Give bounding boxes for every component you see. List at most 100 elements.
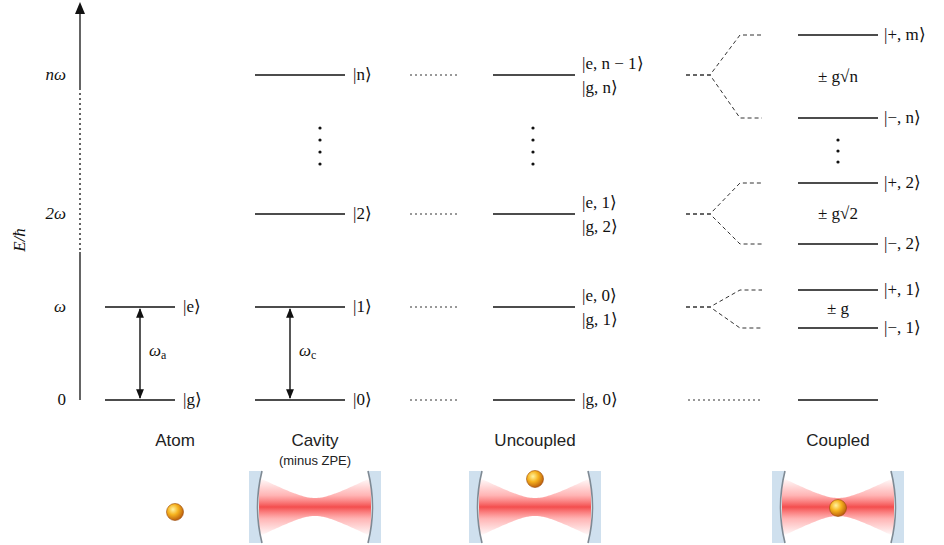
- state-label: |e, 1⟩: [582, 194, 617, 213]
- energy-level: [798, 289, 878, 290]
- energy-level: [798, 399, 878, 400]
- splitting-line: [686, 290, 762, 307]
- column-heading: Coupled: [806, 432, 869, 451]
- state-label: |g, 2⟩: [582, 218, 618, 237]
- ellipsis-dot: [318, 150, 321, 153]
- state-label: |n⟩: [353, 66, 372, 85]
- splitting-line: [686, 35, 762, 75]
- energy-axis: [75, 2, 85, 400]
- ellipsis-dot: [318, 138, 321, 141]
- transition-label: ωa: [149, 342, 166, 363]
- atom-sphere: [527, 471, 544, 488]
- transition-arrow: [139, 309, 140, 398]
- atom-sphere: [830, 500, 847, 517]
- level-guide: [410, 307, 460, 308]
- state-label: ± g√2: [818, 205, 858, 224]
- ellipsis-dot: [836, 160, 839, 163]
- ellipsis-dot: [836, 138, 839, 141]
- cavity-mirror: [588, 471, 601, 543]
- state-label: |g, 1⟩: [582, 311, 618, 330]
- energy-level: [105, 306, 175, 307]
- energy-level: [798, 243, 878, 244]
- energy-level: [255, 306, 345, 307]
- mirror-surface: [258, 471, 263, 543]
- cavity-mirror: [249, 471, 262, 543]
- state-label: |g, 0⟩: [582, 391, 618, 410]
- cavity-mirror: [469, 471, 482, 543]
- state-label: |+, 2⟩: [884, 174, 921, 193]
- state-label: |−, n⟩: [884, 109, 921, 128]
- level-guides: [410, 75, 762, 400]
- mirror-surface: [781, 471, 786, 543]
- energy-levels: [105, 35, 878, 400]
- state-label: E/ħ: [11, 228, 30, 252]
- transition-arrow: [289, 309, 290, 398]
- mirror-surface: [588, 471, 593, 543]
- subscript: c: [311, 348, 316, 362]
- energy-level: [255, 399, 345, 400]
- column-heading: (minus ZPE): [279, 454, 351, 468]
- column-heading: Atom: [155, 432, 195, 451]
- ellipsis-dot: [531, 138, 534, 141]
- transition-label: ωc: [299, 342, 316, 363]
- state-label: |0⟩: [353, 391, 372, 410]
- level-splitting: [686, 35, 762, 328]
- ellipsis-dot: [531, 150, 534, 153]
- state-label: |e⟩: [183, 298, 201, 317]
- cavity-beam: [782, 478, 894, 537]
- axis-arrowhead: [75, 2, 85, 14]
- state-label: 2ω: [45, 205, 66, 224]
- cavity-illustration: [469, 471, 601, 543]
- mirror-surface: [478, 471, 483, 543]
- energy-level: [493, 399, 575, 400]
- state-label: |+, 1⟩: [884, 281, 921, 300]
- axis-line: [79, 252, 80, 400]
- ellipsis-dot: [318, 162, 321, 165]
- cavity-illustration: [249, 471, 381, 543]
- level-guide: [410, 75, 460, 76]
- state-label: |2⟩: [353, 205, 372, 224]
- energy-level: [798, 117, 878, 118]
- axis-line: [79, 8, 80, 90]
- state-label: |e, 0⟩: [582, 287, 617, 306]
- state-label: ω: [54, 298, 66, 317]
- ellipsis-dot: [318, 126, 321, 129]
- ellipsis-dot: [531, 162, 534, 165]
- axis-break: [79, 92, 80, 250]
- energy-level: [798, 182, 878, 183]
- cavity-beam: [259, 478, 371, 537]
- energy-level: [255, 213, 345, 214]
- column-heading: Uncoupled: [494, 432, 575, 451]
- state-label: |−, 2⟩: [884, 235, 921, 254]
- energy-level: [493, 74, 575, 75]
- ellipsis-dot: [531, 126, 534, 129]
- cavity-mirror: [368, 471, 381, 543]
- cavity-mirror: [772, 471, 785, 543]
- column-heading: Cavity: [291, 432, 338, 451]
- state-label: |e, n − 1⟩: [582, 55, 644, 74]
- level-guide: [410, 214, 460, 215]
- state-label: |g⟩: [183, 391, 202, 410]
- splitting-line: [686, 214, 762, 244]
- state-label: nω: [45, 66, 66, 85]
- state-label: |+, m⟩: [884, 26, 926, 45]
- energy-level: [493, 213, 575, 214]
- ellipsis-dot: [836, 149, 839, 152]
- energy-level: [798, 327, 878, 328]
- energy-level: [105, 399, 175, 400]
- ellipsis-dots: [318, 126, 839, 165]
- level-guide: [410, 400, 460, 401]
- state-label: |g, n⟩: [582, 79, 618, 98]
- state-label: 0: [58, 391, 67, 410]
- state-label: |1⟩: [353, 298, 372, 317]
- state-label: ± g√n: [818, 68, 858, 87]
- level-guide: [688, 400, 762, 401]
- splitting-line: [686, 75, 762, 118]
- state-label: ± g: [827, 300, 849, 319]
- energy-level: [798, 34, 878, 35]
- atom-sphere: [167, 504, 184, 521]
- splitting-line: [686, 307, 762, 328]
